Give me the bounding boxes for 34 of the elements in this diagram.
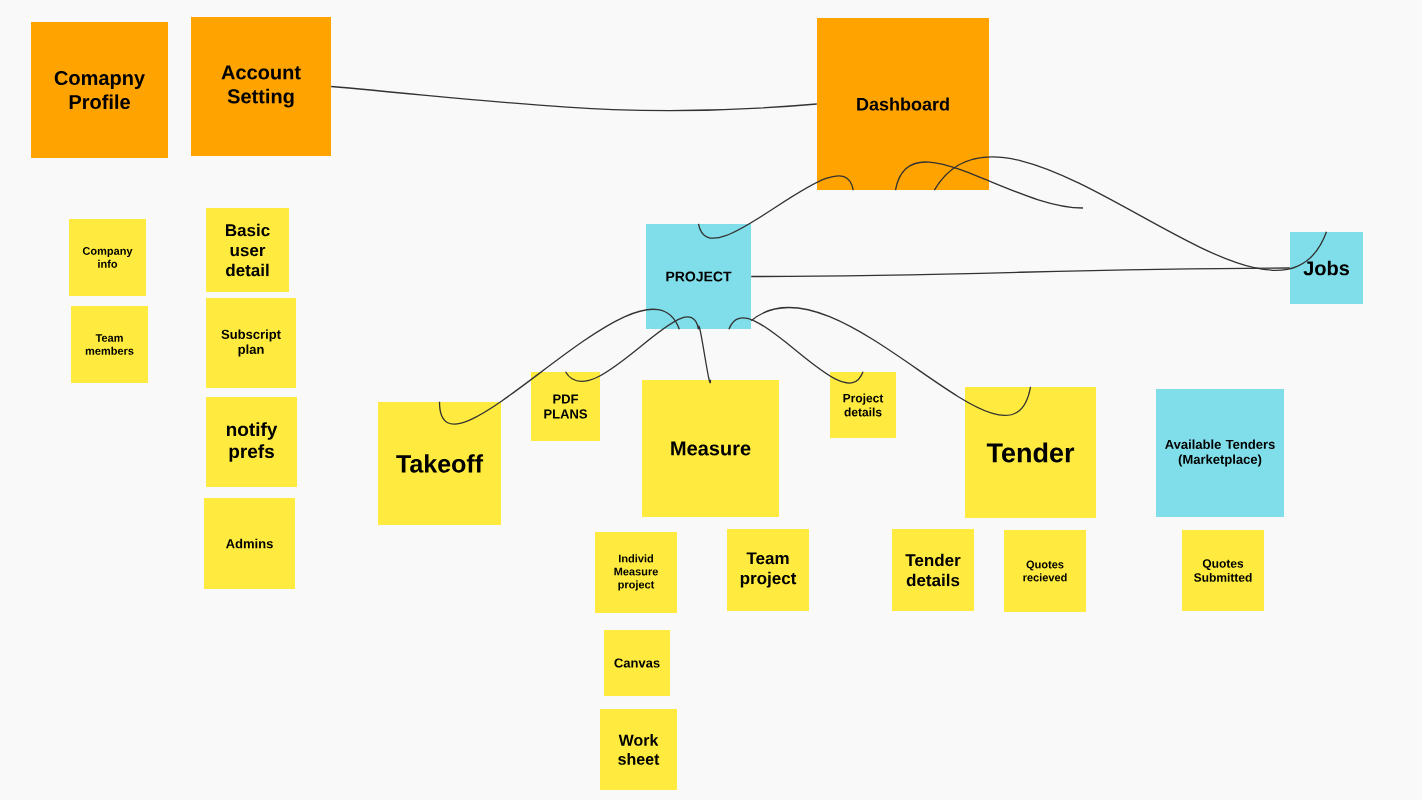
sticky-note: Project details [830, 372, 896, 438]
sticky-note: Admins [204, 498, 295, 589]
sticky-note: Subscript plan [206, 298, 296, 388]
connector-line [728, 317, 864, 384]
sticky-note: Canvas [604, 630, 670, 696]
connector-line [750, 267, 1291, 278]
sticky-note: Quotes Submitted [1182, 530, 1264, 611]
connector-line [438, 308, 680, 425]
sticky-note: notify prefs [206, 397, 297, 487]
sticky-note: Comapny Profile [31, 22, 168, 158]
sticky-note: PDF PLANS [531, 372, 600, 441]
sticky-note: Account Setting [191, 17, 331, 156]
sticky-note: Jobs [1290, 232, 1363, 304]
sticky-note: Team project [727, 529, 809, 611]
sticky-note: Dashboard [817, 18, 989, 190]
sticky-note: Basic user detail [206, 208, 289, 292]
sticky-note: Quotes recieved [1004, 530, 1086, 612]
sticky-note: Takeoff [378, 402, 501, 525]
sticky-note: Available Tenders (Marketplace) [1156, 389, 1284, 517]
connector-line [564, 316, 700, 382]
connector-line [330, 85, 818, 112]
sticky-note: Individ Measure project [595, 532, 677, 613]
sticky-note: Team members [71, 306, 148, 383]
sticky-note: PROJECT [646, 224, 751, 329]
connector-line [933, 156, 1328, 271]
connector-line [894, 161, 1084, 209]
sticky-note: Tender details [892, 529, 974, 611]
sticky-note: Company info [69, 219, 146, 296]
connector-line [697, 175, 854, 239]
sticky-note: Measure [642, 380, 779, 517]
sticky-note: Work sheet [600, 709, 677, 790]
connector-line [750, 307, 1032, 416]
connector-line [697, 325, 712, 384]
sticky-note: Tender [965, 387, 1096, 518]
